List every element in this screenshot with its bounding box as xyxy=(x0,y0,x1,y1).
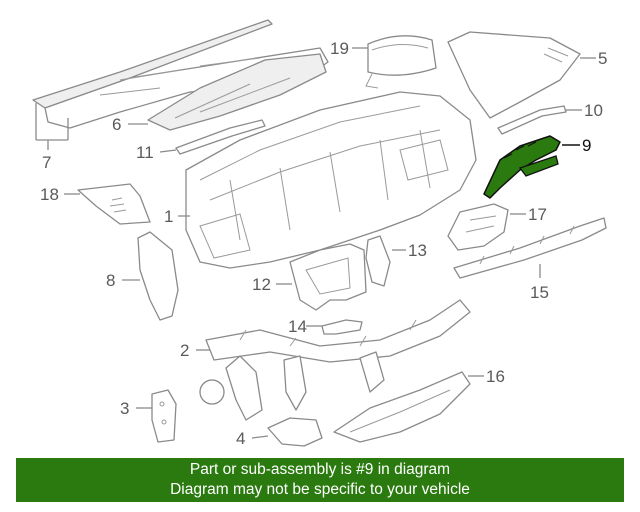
part-5-side-panel xyxy=(447,31,581,119)
part-3-bracket xyxy=(151,389,177,443)
info-banner: Part or sub-assembly is #9 in diagram Di… xyxy=(16,458,624,502)
callout-3: 3 xyxy=(120,399,129,418)
part-13-small-panel xyxy=(365,235,391,287)
part-16-lower-panel xyxy=(333,371,471,443)
part-15-trim-bar xyxy=(453,217,607,279)
callout-17: 17 xyxy=(528,205,547,224)
part-12-cluster-bezel xyxy=(289,243,367,311)
part-9-highlighted xyxy=(483,135,561,199)
part-10-trim-strip xyxy=(497,105,567,135)
callout-5: 5 xyxy=(598,49,607,68)
part-2-cross-car-beam xyxy=(199,299,471,421)
leader-4 xyxy=(251,435,269,439)
callout-13: 13 xyxy=(408,241,427,260)
callout-4: 4 xyxy=(236,429,245,448)
callout-15: 15 xyxy=(530,283,549,302)
callout-7: 7 xyxy=(42,153,51,172)
part-11-trim-strip xyxy=(175,119,266,155)
callout-16: 16 xyxy=(486,367,505,386)
callout-19: 19 xyxy=(330,39,349,58)
banner-line-1: Part or sub-assembly is #9 in diagram xyxy=(189,461,451,478)
part-6-trim-panel xyxy=(147,53,327,131)
banner-line-2: Diagram may not be specific to your vehi… xyxy=(170,481,470,498)
callout-11: 11 xyxy=(136,143,154,162)
leader-11 xyxy=(159,149,177,153)
part-8-end-cap xyxy=(137,231,179,321)
part-19-airbag xyxy=(365,35,437,89)
callout-2: 2 xyxy=(180,341,189,360)
part-1-instrument-panel xyxy=(185,91,477,269)
part-14-small-trim xyxy=(321,319,363,335)
callout-10: 10 xyxy=(584,101,603,120)
callout-8: 8 xyxy=(106,271,115,290)
callout-14: 14 xyxy=(288,317,307,336)
callout-9: 9 xyxy=(582,136,591,155)
callout-12: 12 xyxy=(252,275,271,294)
part-4-lower-brace xyxy=(267,417,323,447)
callout-18: 18 xyxy=(40,185,59,204)
parts-diagram: 7 6 11 19 5 10 9 1 xyxy=(32,19,607,448)
part-18-left-vent xyxy=(77,183,151,225)
callout-1: 1 xyxy=(164,207,173,226)
callout-6: 6 xyxy=(112,115,121,134)
part-17-right-bracket xyxy=(447,203,509,251)
